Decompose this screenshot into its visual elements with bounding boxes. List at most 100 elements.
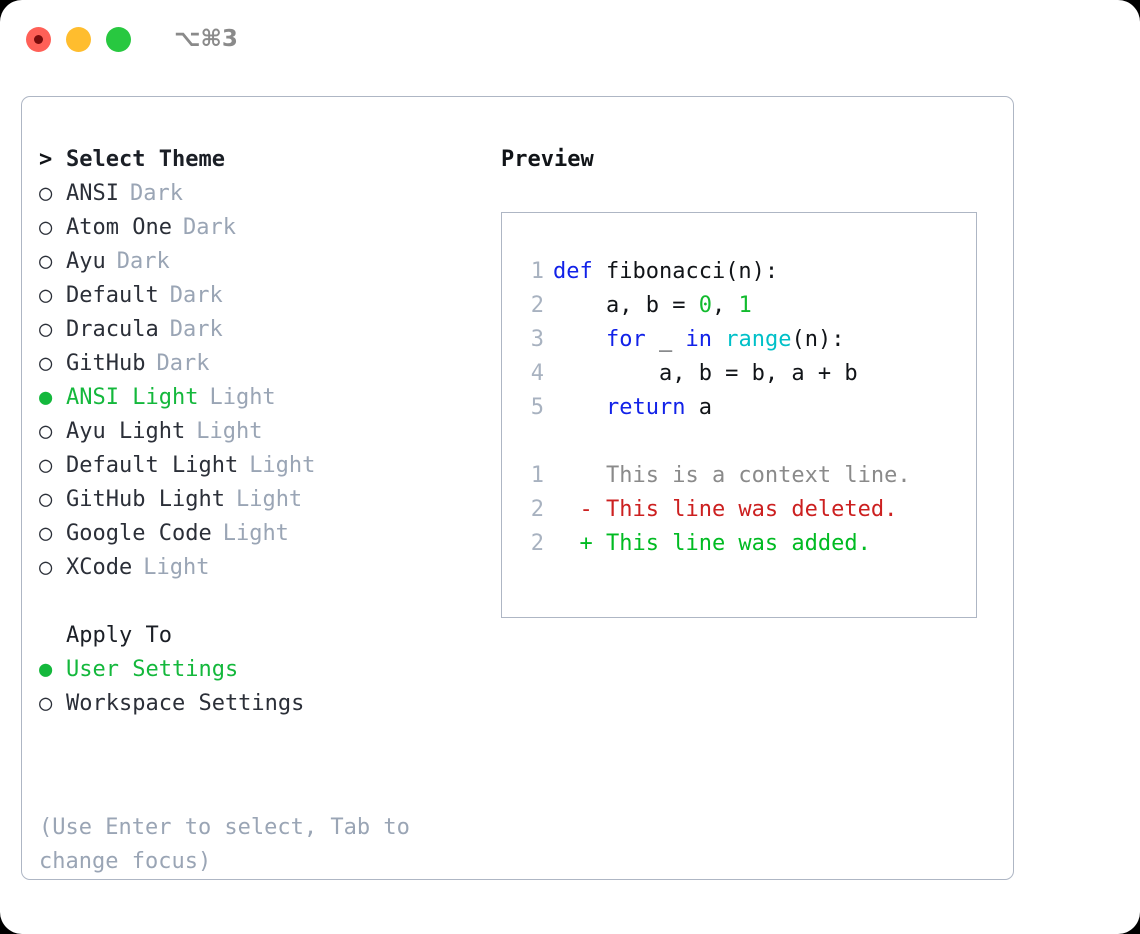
- caret-icon: >: [39, 147, 53, 172]
- theme-kind-badge: Light: [209, 385, 276, 410]
- code-token: 0: [698, 293, 712, 318]
- radio-unselected-icon[interactable]: ○: [39, 487, 53, 512]
- radio-unselected-icon[interactable]: ○: [39, 249, 53, 274]
- theme-list-item[interactable]: ○ Ayu Dark: [39, 245, 499, 279]
- theme-kind-badge: Dark: [169, 317, 223, 342]
- code-token: for: [553, 327, 659, 352]
- code-token: 1: [738, 293, 752, 318]
- diff-text: - This line was deleted.: [553, 497, 898, 522]
- radio-unselected-icon[interactable]: ○: [39, 419, 53, 444]
- code-diff-gap: [515, 425, 976, 459]
- theme-kind-badge: Dark: [156, 351, 210, 376]
- theme-name: Default: [66, 283, 159, 308]
- code-token: a, b =: [553, 293, 699, 318]
- theme-list-item[interactable]: ○ Default Light Light: [39, 449, 499, 483]
- code-token: in: [685, 327, 726, 352]
- apply-to-indent: [39, 619, 66, 653]
- theme-kind-badge: Light: [249, 453, 316, 478]
- theme-name: Google Code: [66, 521, 212, 546]
- code-token: (n):: [791, 327, 845, 352]
- list-gap: [39, 585, 499, 619]
- theme-list-item[interactable]: ○ Dracula Dark: [39, 313, 499, 347]
- radio-unselected-icon[interactable]: ○: [39, 453, 53, 478]
- line-number: 4: [530, 361, 544, 386]
- theme-list-item[interactable]: ○ XCode Light: [39, 551, 499, 585]
- line-number: 5: [530, 395, 544, 420]
- diff-sample: 1 This is a context line.2 - This line w…: [515, 459, 976, 561]
- apply-to-label: Apply To: [66, 623, 172, 648]
- theme-list-item[interactable]: ○ GitHub Light Light: [39, 483, 499, 517]
- theme-picker-heading: > Select Theme: [39, 143, 499, 177]
- code-token: return: [553, 395, 699, 420]
- apply-to-label-row: Apply To: [39, 619, 499, 653]
- diff-line: 2 + This line was added.: [515, 527, 976, 561]
- line-number: 2: [530, 497, 544, 522]
- code-token: a: [698, 395, 712, 420]
- theme-name: ANSI Light: [66, 385, 199, 410]
- theme-name: GitHub: [66, 351, 146, 376]
- theme-name: Atom One: [66, 215, 172, 240]
- code-text: return a: [553, 391, 712, 425]
- code-token: fibonacci(n):: [605, 259, 779, 284]
- apply-to-option-label: User Settings: [66, 657, 239, 682]
- code-text: a, b = 0, 1: [553, 289, 752, 323]
- theme-name: GitHub Light: [66, 487, 225, 512]
- code-token: ,: [711, 293, 739, 318]
- theme-kind-badge: Dark: [116, 249, 170, 274]
- radio-unselected-icon[interactable]: ○: [39, 351, 53, 376]
- radio-unselected-icon[interactable]: ○: [39, 317, 53, 342]
- line-number: 2: [530, 293, 544, 318]
- code-line: 5 return a: [515, 391, 976, 425]
- radio-unselected-icon[interactable]: ○: [39, 555, 53, 580]
- diff-line: 2 - This line was deleted.: [515, 493, 976, 527]
- theme-name: Ayu: [66, 249, 106, 274]
- theme-kind-badge: Light: [222, 521, 289, 546]
- diff-line: 1 This is a context line.: [515, 459, 976, 493]
- code-token: _: [658, 327, 686, 352]
- theme-kind-badge: Light: [143, 555, 210, 580]
- apply-to-options: ● User Settings ○ Workspace Settings: [39, 653, 499, 721]
- code-text: for _ in range(n):: [553, 323, 844, 357]
- theme-name: Dracula: [66, 317, 159, 342]
- line-number: 3: [530, 327, 544, 352]
- radio-unselected-icon[interactable]: ○: [39, 691, 53, 716]
- close-button[interactable]: [26, 26, 51, 52]
- radio-unselected-icon[interactable]: ○: [39, 283, 53, 308]
- radio-unselected-icon[interactable]: ○: [39, 521, 53, 546]
- apply-to-option-label: Workspace Settings: [66, 691, 305, 716]
- radio-unselected-icon[interactable]: ○: [39, 181, 53, 206]
- code-line: 1 def fibonacci(n):: [515, 255, 976, 289]
- hint-text: (Use Enter to select, Tab to change focu…: [39, 815, 410, 874]
- theme-list-item[interactable]: ● ANSI Light Light: [39, 381, 499, 415]
- code-line: 2 a, b = 0, 1: [515, 289, 976, 323]
- code-line: 3 for _ in range(n):: [515, 323, 976, 357]
- radio-selected-icon[interactable]: ●: [39, 657, 53, 682]
- title-bar: ⌥⌘3: [0, 0, 1140, 78]
- theme-list-item[interactable]: ○ GitHub Dark: [39, 347, 499, 381]
- theme-kind-badge: Light: [196, 419, 263, 444]
- radio-selected-icon[interactable]: ●: [39, 385, 53, 410]
- code-line: 4 a, b = b, a + b: [515, 357, 976, 391]
- apply-to-option[interactable]: ● User Settings: [39, 653, 499, 687]
- code-text: def fibonacci(n):: [553, 255, 778, 289]
- line-number: 1: [530, 463, 544, 488]
- apply-to-option[interactable]: ○ Workspace Settings: [39, 687, 499, 721]
- line-number: 1: [530, 259, 544, 284]
- zoom-button[interactable]: [106, 26, 131, 52]
- theme-name: XCode: [66, 555, 133, 580]
- theme-name: Default Light: [66, 453, 239, 478]
- theme-list-item[interactable]: ○ Google Code Light: [39, 517, 499, 551]
- radio-unselected-icon[interactable]: ○: [39, 215, 53, 240]
- minimize-button[interactable]: [66, 26, 91, 52]
- theme-kind-badge: Light: [235, 487, 303, 512]
